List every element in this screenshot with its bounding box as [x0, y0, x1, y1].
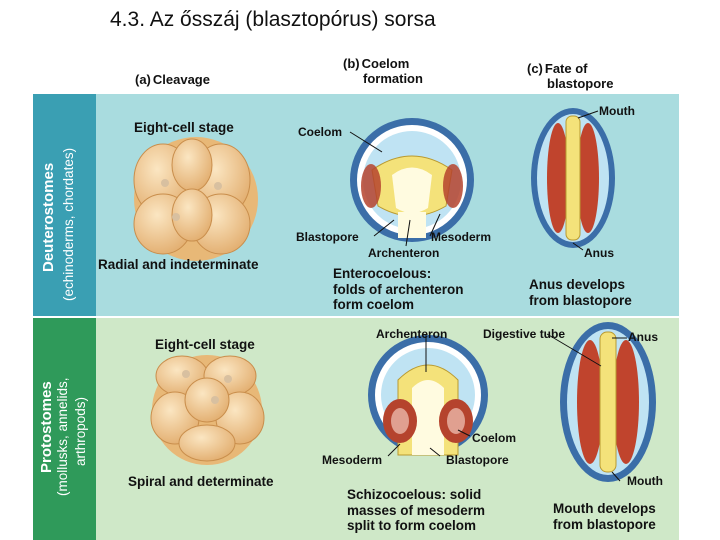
caption-line: folds of archenteron [333, 282, 464, 298]
deuterostome-cleavage-type: Radial and indeterminate [98, 257, 259, 273]
caption-line: from blastopore [553, 517, 656, 533]
embryo-eight-cell-spiral-icon [151, 355, 264, 465]
deuterostome-cleavage-stage: Eight-cell stage [134, 120, 234, 136]
protostome-label-coelom: Coelom [472, 431, 516, 445]
protostome-cleavage-stage: Eight-cell stage [155, 337, 255, 353]
deuterostome-label-anus: Anus [584, 246, 614, 260]
enterocoely-cross-section-icon [350, 118, 474, 242]
deuterostome-label-mouth: Mouth [599, 104, 635, 118]
deuterostome-label-archenteron: Archenteron [368, 246, 439, 260]
deuterostome-label-mesoderm: Mesoderm [431, 230, 491, 244]
gut-tube-deuterostome-icon [531, 108, 615, 248]
protostome-fate-caption: Mouth develops from blastopore [553, 501, 656, 532]
caption-line: form coelom [333, 297, 464, 313]
protostome-label-mouth: Mouth [627, 474, 663, 488]
protostome-label-mesoderm: Mesoderm [322, 453, 382, 467]
caption-line: masses of mesoderm [347, 503, 485, 519]
deuterostome-label-coelom: Coelom [298, 125, 342, 139]
embryo-eight-cell-radial-icon [134, 137, 258, 261]
protostome-coelom-caption: Schizocoelous: solid masses of mesoderm … [347, 487, 485, 534]
caption-line: Enterocoelous: [333, 266, 464, 282]
schizocoely-cross-section-icon [368, 335, 488, 455]
protostome-cleavage-type: Spiral and determinate [128, 474, 274, 490]
caption-line: Mouth develops [553, 501, 656, 517]
protostome-label-archenteron: Archenteron [376, 327, 447, 341]
protostome-label-blastopore: Blastopore [446, 453, 509, 467]
caption-line: Schizocoelous: solid [347, 487, 485, 503]
deuterostome-coelom-caption: Enterocoelous: folds of archenteron form… [333, 266, 464, 313]
caption-line: from blastopore [529, 293, 632, 309]
gut-tube-protostome-icon [560, 322, 656, 482]
protostome-label-anus: Anus [628, 330, 658, 344]
deuterostome-fate-caption: Anus develops from blastopore [529, 277, 632, 308]
protostome-label-digestive-tube: Digestive tube [483, 327, 565, 341]
caption-line: Anus develops [529, 277, 632, 293]
caption-line: split to form coelom [347, 518, 485, 534]
deuterostome-label-blastopore: Blastopore [296, 230, 359, 244]
